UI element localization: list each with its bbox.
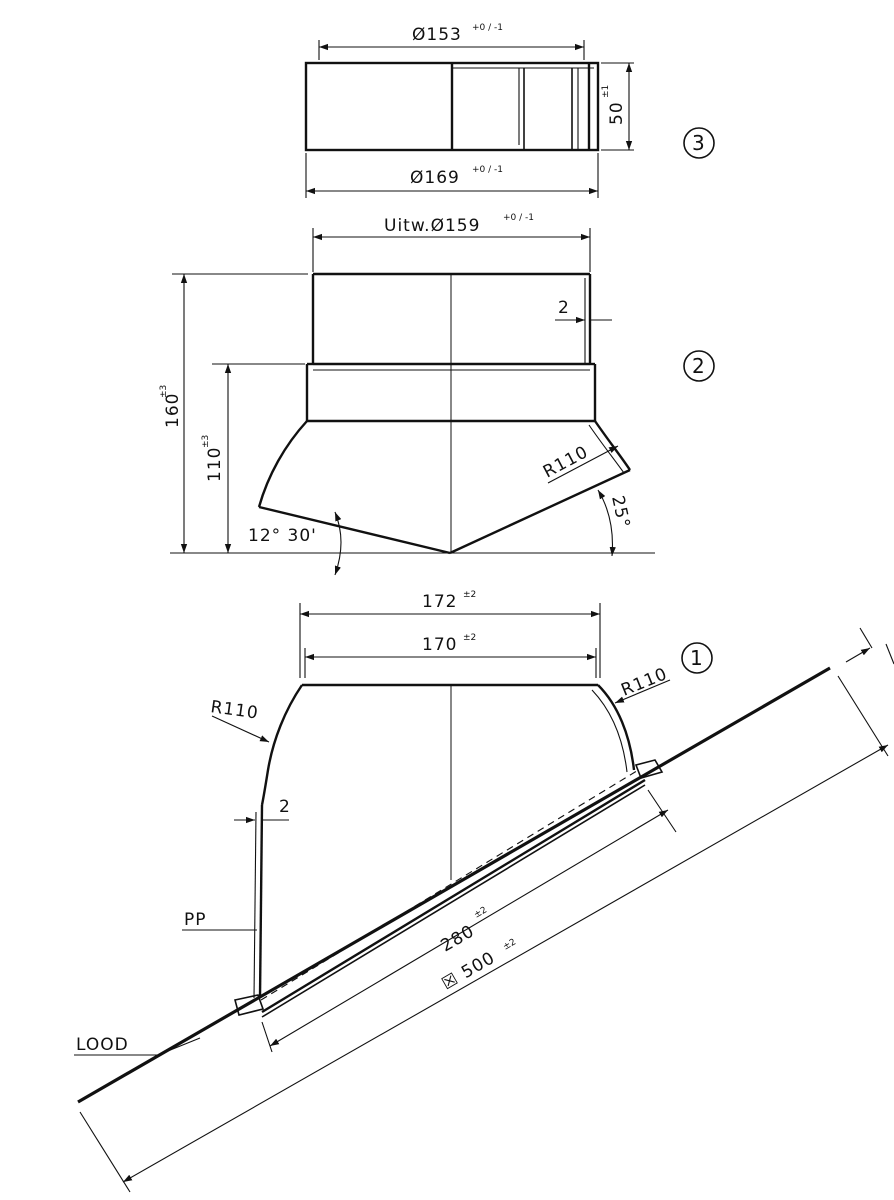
part-3-bottom-tolerance: +0 / -1 xyxy=(472,165,503,175)
part-1-lead-sheet xyxy=(77,666,831,1104)
part-1-flashing-material: LOOD xyxy=(76,1035,129,1055)
part-2-total-height-tolerance: ±3 xyxy=(159,385,169,398)
part-3-bottom-dimension: Ø169 xyxy=(410,168,460,188)
part-2-left-angle-arc xyxy=(334,511,342,576)
part-3-height-dimension: 50 xyxy=(607,101,627,125)
part-1-number: 1 xyxy=(690,646,703,670)
part-2-right-curve xyxy=(594,420,631,471)
part-3-ring: Ø153 +0 / -1 50 ±1 Ø169 +0 / -1 3 xyxy=(304,23,715,198)
part-2-left-angle: 12° 30' xyxy=(248,526,317,546)
part-3-number: 3 xyxy=(692,131,705,155)
part-3-top-tolerance: +0 / -1 xyxy=(472,23,503,33)
part-2-wall-dimension: 2 xyxy=(558,298,570,318)
part-1-left-radius: R110 xyxy=(209,697,260,724)
part-3-height-tolerance: ±1 xyxy=(601,85,611,98)
part-2-number-circle xyxy=(683,350,715,382)
part-1-plate-tolerance: ±2 xyxy=(502,937,519,952)
part-1-number-circle xyxy=(681,642,713,674)
part-1-base-tolerance: ±2 xyxy=(473,905,490,920)
part-1-right-radius: R110 xyxy=(618,664,670,701)
part-2-radius: R110 xyxy=(540,442,592,482)
part-2-total-height: 160 xyxy=(163,393,183,428)
part-2-right-angle-arc xyxy=(597,489,616,557)
part-2-adapter: Uitw.Ø159 +0 / -1 2 R110 xyxy=(159,213,715,576)
part-2-top-tolerance: +0 / -1 xyxy=(503,213,534,223)
part-1-outer-tolerance: ±2 xyxy=(463,590,476,600)
part-1-plate-dimension-line xyxy=(122,744,889,1183)
part-1-body-material: PP xyxy=(184,910,207,930)
part-2-top-dimension: Uitw.Ø159 xyxy=(384,216,480,236)
part-2-left-curve xyxy=(257,420,308,508)
part-1-inner-tolerance: ±2 xyxy=(463,633,476,643)
part-3-top-dimension: Ø153 xyxy=(412,25,462,45)
part-1-wall-dimension: 2 xyxy=(279,797,291,817)
part-1-inner-dimension: 170 xyxy=(422,635,457,655)
part-1-flashing: 172 ±2 170 ±2 R110 R110 2 PP LOOD xyxy=(74,590,894,1193)
part-3-number-circle xyxy=(683,127,715,159)
part-2-lower-height-tolerance: ±3 xyxy=(201,435,211,448)
part-1-outer-dimension: 172 xyxy=(422,592,457,612)
part-2-lower-height: 110 xyxy=(205,447,225,482)
part-2-number: 2 xyxy=(692,354,705,378)
part-1-left-curve xyxy=(260,684,303,806)
